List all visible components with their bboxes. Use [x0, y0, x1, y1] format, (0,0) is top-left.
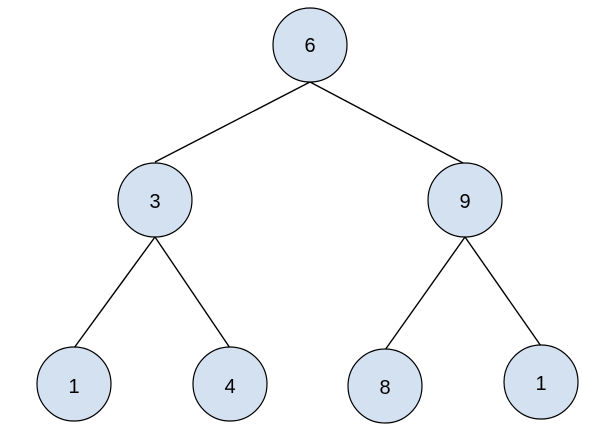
edge-left-left — [73, 236, 156, 349]
tree-node-right-right: 1 — [503, 344, 579, 420]
tree-node-left-right: 4 — [192, 346, 268, 422]
edge-root-right — [309, 81, 466, 165]
edge-left-right — [154, 236, 231, 349]
node-label-left-left: 1 — [68, 376, 79, 398]
tree-node-right-left: 8 — [347, 348, 423, 424]
node-label-right: 9 — [459, 191, 470, 213]
tree-node-left-left: 1 — [36, 346, 112, 422]
node-label-root: 6 — [304, 35, 315, 57]
node-label-right-left: 8 — [379, 377, 390, 399]
edge-right-right — [464, 236, 542, 347]
tree-node-root: 6 — [272, 7, 348, 83]
node-label-right-right: 1 — [535, 373, 546, 395]
edge-right-left — [384, 236, 466, 351]
tree-node-left: 3 — [117, 162, 193, 238]
edge-root-left — [154, 81, 311, 163]
node-label-left-right: 4 — [224, 376, 235, 398]
node-label-left: 3 — [149, 191, 160, 213]
tree-node-right: 9 — [427, 162, 503, 238]
